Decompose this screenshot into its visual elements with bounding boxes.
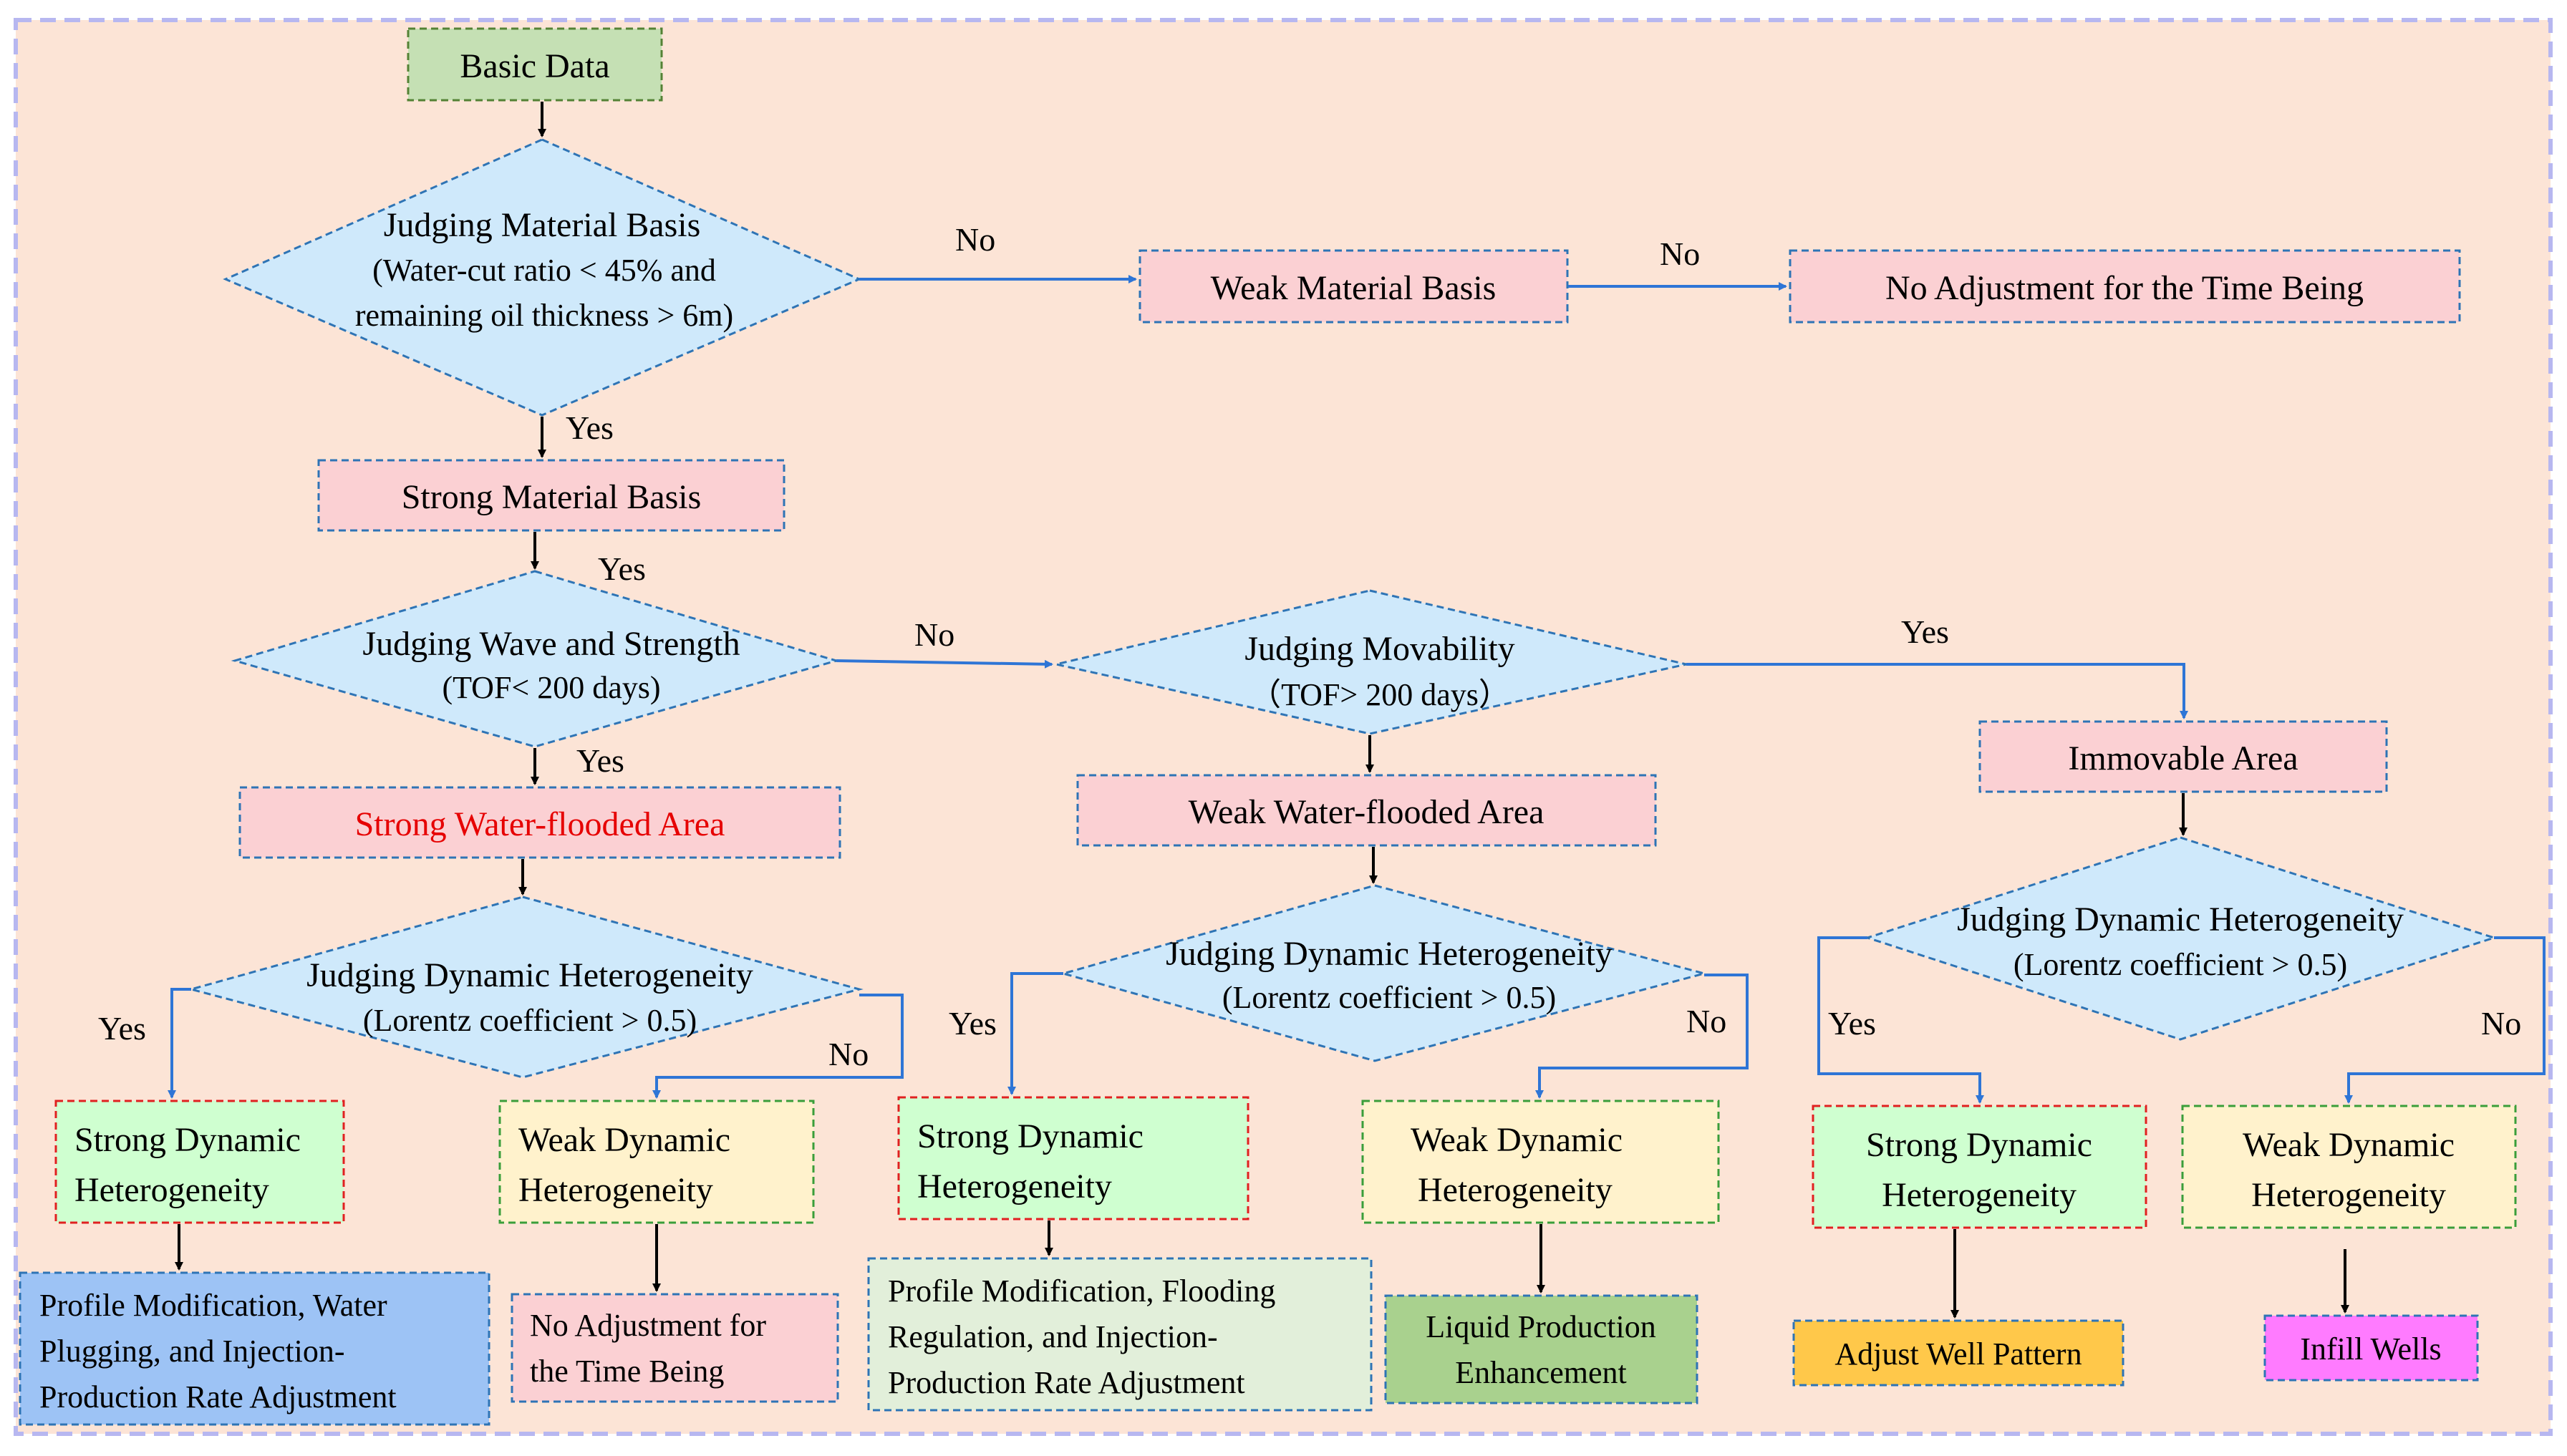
edge-label-wave-yes: Yes: [576, 742, 624, 779]
strong-flooded-box: Strong Water-flooded Area: [238, 786, 841, 859]
arrow-dyn1-no: [652, 994, 904, 1099]
arrow-dyn1-yes: [168, 988, 191, 1099]
weak-dynamic-box-3: Weak Dynamic Heterogeneity: [2181, 1105, 2517, 1229]
no-adjustment-top-label: No Adjustment for the Time Being: [1885, 269, 2364, 307]
strong-flooded-label: Strong Water-flooded Area: [355, 805, 725, 843]
action-box-2: No Adjustment for the Time Being: [511, 1293, 839, 1403]
action-box-6: Infill Wells: [2263, 1314, 2479, 1382]
arrow-dyn2-yes: [1007, 972, 1063, 1095]
edge-label-dyn1-yes: Yes: [98, 1010, 146, 1047]
judging-dynamic-criterion-3: (Lorentz coefficient > 0.5): [2014, 947, 2347, 982]
strong-dynamic-box-3: Strong Dynamic Heterogeneity: [1812, 1105, 2147, 1229]
judging-material-diamond: Judging Material Basis (Water-cut ratio …: [223, 138, 862, 417]
judging-material-criterion-2: remaining oil thickness > 6m): [355, 298, 733, 333]
action-2-line2: the Time Being: [530, 1354, 724, 1389]
basic-data-label: Basic Data: [460, 47, 609, 85]
action-1-line1: Profile Modification, Water: [39, 1288, 387, 1323]
weak-dynamic-1-line2: Heterogeneity: [518, 1171, 713, 1209]
action-box-1: Profile Modification, Water Plugging, an…: [19, 1271, 490, 1426]
edge-label-dyn3-yes: Yes: [1828, 1005, 1876, 1042]
weak-flooded-label: Weak Water-flooded Area: [1189, 793, 1544, 831]
judging-dynamic-title-1: Judging Dynamic Heterogeneity: [306, 956, 753, 994]
judging-dynamic-criterion-1: (Lorentz coefficient > 0.5): [363, 1003, 697, 1038]
judging-movability-diamond: Judging Movability （TOF> 200 days）: [1055, 589, 1687, 735]
edge-label-dyn2-no: No: [1686, 1003, 1726, 1039]
action-5-label: Adjust Well Pattern: [1834, 1336, 2082, 1372]
edge-label-material-yes: Yes: [566, 409, 614, 446]
weak-flooded-box: Weak Water-flooded Area: [1076, 774, 1657, 847]
action-box-3: Profile Modification, Flooding Regulatio…: [867, 1257, 1373, 1412]
judging-dynamic-title-3: Judging Dynamic Heterogeneity: [1957, 901, 2404, 938]
arrow-wave-no: [836, 659, 1053, 669]
strong-dynamic-box-1: Strong Dynamic Heterogeneity: [54, 1100, 345, 1224]
strong-dynamic-3-line2: Heterogeneity: [1882, 1176, 2077, 1214]
edge-label-movability-yes: Yes: [1901, 613, 1949, 650]
weak-dynamic-2-line1: Weak Dynamic: [1411, 1121, 1623, 1159]
strong-material-label: Strong Material Basis: [402, 478, 702, 516]
no-adjustment-top-box: No Adjustment for the Time Being: [1789, 249, 2461, 324]
judging-material-title: Judging Material Basis: [384, 206, 701, 244]
action-box-5: Adjust Well Pattern: [1792, 1319, 2124, 1387]
judging-dynamic-title-2: Judging Dynamic Heterogeneity: [1166, 935, 1613, 973]
weak-dynamic-1-line1: Weak Dynamic: [518, 1121, 730, 1159]
weak-dynamic-3-line2: Heterogeneity: [2251, 1176, 2446, 1214]
strong-dynamic-1-line2: Heterogeneity: [74, 1171, 269, 1209]
strong-dynamic-3-line1: Strong Dynamic: [1866, 1126, 2092, 1164]
arrow-dyn3-yes: [1817, 936, 1984, 1104]
action-3-line3: Production Rate Adjustment: [888, 1365, 1245, 1400]
judging-movability-title: Judging Movability: [1244, 630, 1514, 668]
weak-dynamic-2-line2: Heterogeneity: [1418, 1171, 1613, 1209]
arrow-dyn3-no: [2344, 936, 2546, 1104]
action-1-line2: Plugging, and Injection-: [39, 1334, 345, 1369]
judging-dynamic-diamond-3: Judging Dynamic Heterogeneity (Lorentz c…: [1864, 836, 2498, 1041]
edge-label-weak-material-no: No: [1660, 236, 1700, 272]
judging-wave-criterion: (TOF< 200 days): [442, 670, 660, 705]
judging-wave-title: Judging Wave and Strength: [362, 625, 740, 663]
judging-dynamic-diamond-1: Judging Dynamic Heterogeneity (Lorentz c…: [187, 896, 864, 1079]
judging-wave-diamond: Judging Wave and Strength (TOF< 200 days…: [231, 570, 841, 748]
edge-label-dyn3-no: No: [2481, 1005, 2521, 1042]
judging-material-criterion-1: (Water-cut ratio < 45% and: [372, 253, 716, 288]
action-box-4: Liquid Production Enhancement: [1384, 1294, 1698, 1404]
edge-label-material-no: No: [955, 221, 995, 258]
edge-label-dyn2-yes: Yes: [949, 1005, 997, 1042]
judging-dynamic-criterion-2: (Lorentz coefficient > 0.5): [1222, 980, 1556, 1015]
edge-label-wave-no: No: [914, 616, 954, 653]
action-4-line2: Enhancement: [1455, 1355, 1626, 1390]
judging-dynamic-diamond-2: Judging Dynamic Heterogeneity (Lorentz c…: [1059, 884, 1708, 1062]
strong-dynamic-2-line2: Heterogeneity: [917, 1168, 1112, 1205]
weak-material-label: Weak Material Basis: [1211, 269, 1497, 307]
action-3-line1: Profile Modification, Flooding: [888, 1273, 1275, 1309]
strong-dynamic-2-line1: Strong Dynamic: [917, 1117, 1144, 1155]
action-4-line1: Liquid Production: [1426, 1309, 1655, 1344]
arrow-dyn2-no: [1535, 974, 1749, 1099]
edge-label-dyn1-no: No: [828, 1036, 869, 1072]
weak-material-box: Weak Material Basis: [1139, 249, 1569, 324]
action-3-line2: Regulation, and Injection-: [888, 1319, 1218, 1354]
action-1-line3: Production Rate Adjustment: [39, 1379, 397, 1414]
strong-dynamic-1-line1: Strong Dynamic: [74, 1121, 301, 1159]
basic-data-box: Basic Data: [407, 27, 663, 102]
action-2-line1: No Adjustment for: [530, 1308, 766, 1343]
strong-material-box: Strong Material Basis: [317, 459, 785, 532]
judging-movability-criterion: （TOF> 200 days）: [1249, 677, 1510, 712]
weak-dynamic-box-2: Weak Dynamic Heterogeneity: [1361, 1100, 1720, 1224]
connectors: [168, 102, 2546, 1319]
strong-dynamic-box-2: Strong Dynamic Heterogeneity: [897, 1096, 1249, 1220]
arrow-movability-yes: [1686, 663, 2188, 719]
weak-dynamic-3-line1: Weak Dynamic: [2243, 1126, 2455, 1164]
weak-dynamic-box-1: Weak Dynamic Heterogeneity: [498, 1100, 815, 1224]
immovable-area-label: Immovable Area: [2068, 739, 2298, 777]
action-6-label: Infill Wells: [2300, 1331, 2441, 1367]
immovable-area-box: Immovable Area: [1978, 720, 2388, 793]
edge-label-strong-material-yes: Yes: [598, 550, 646, 587]
